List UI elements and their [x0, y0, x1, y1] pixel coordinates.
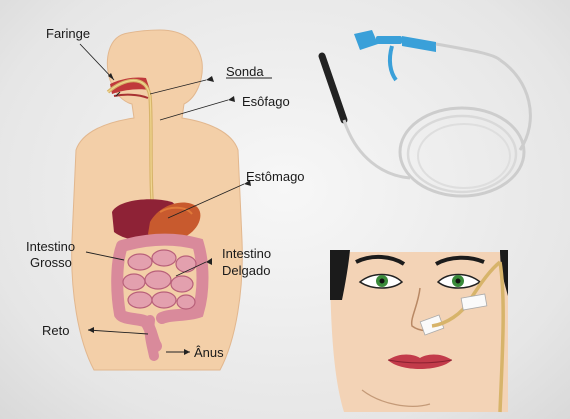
label-estomago: Estômago	[246, 169, 305, 184]
face-illustration	[330, 250, 508, 412]
rectum	[149, 320, 154, 356]
connector-funnel	[354, 30, 378, 50]
label-intestino-delgado-line2: Delgado	[222, 263, 270, 279]
label-anus: Ânus	[194, 345, 224, 360]
nasogastric-tube-product	[322, 30, 530, 196]
label-intestino-grosso-line2: Grosso	[30, 255, 72, 271]
tube-tip	[322, 56, 344, 120]
label-intestino-delgado-line1: Intestino	[222, 246, 271, 262]
label-esofago: Esôfago	[242, 94, 290, 109]
label-faringe: Faringe	[46, 26, 90, 41]
label-reto: Reto	[42, 323, 69, 338]
label-sonda: Sonda	[226, 64, 264, 79]
small-intestine	[123, 250, 196, 309]
label-intestino-grosso-line1: Intestino	[26, 239, 75, 255]
connector-cap	[390, 46, 396, 80]
